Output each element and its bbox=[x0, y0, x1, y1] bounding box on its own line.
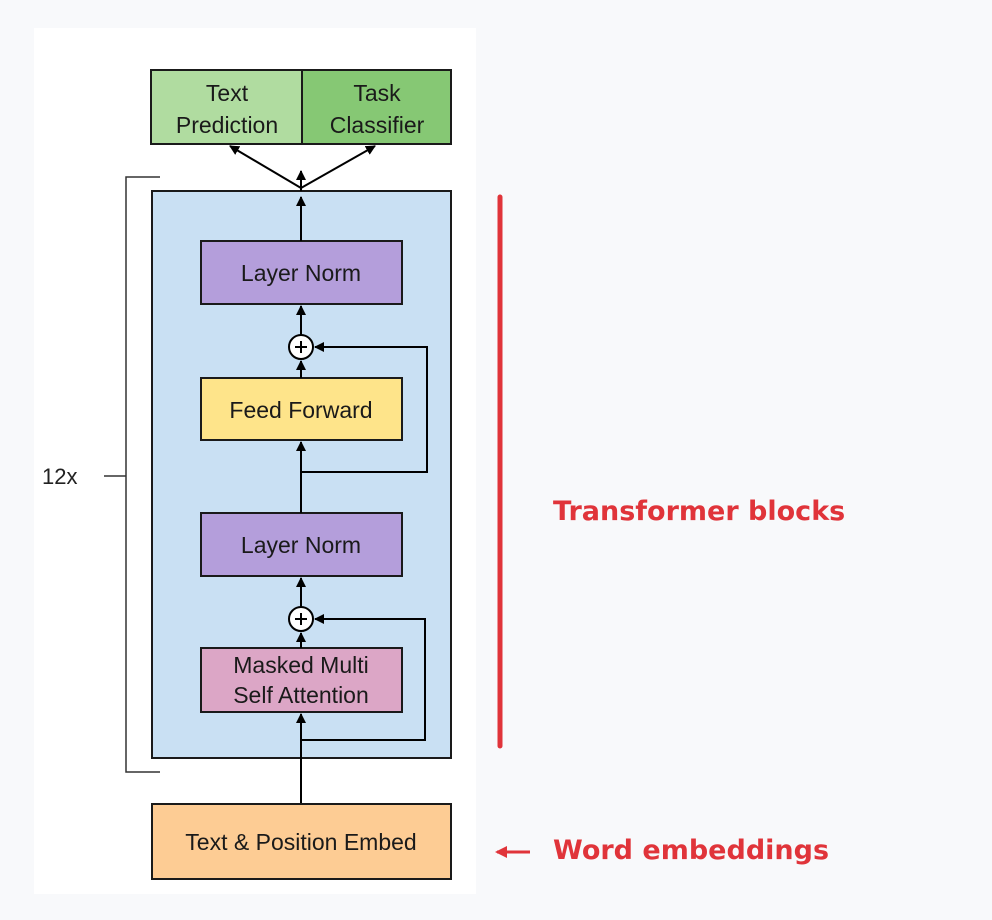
arrow-to-task-classifier bbox=[300, 145, 376, 189]
add-icon bbox=[288, 334, 314, 360]
arrow-to-text-prediction bbox=[229, 145, 302, 189]
embed-label: Text & Position Embed bbox=[185, 829, 416, 855]
text-prediction-label-line2: Prediction bbox=[176, 112, 278, 138]
layer-norm-top-label: Layer Norm bbox=[241, 260, 361, 286]
text-position-embed-box: Text & Position Embed bbox=[151, 803, 452, 880]
task-classifier-box: Task Classifier bbox=[301, 69, 452, 145]
attention-label-line2: Self Attention bbox=[233, 682, 369, 708]
transformer-blocks-annotation: Transformer blocks bbox=[553, 496, 845, 527]
task-classifier-label-line2: Classifier bbox=[330, 112, 425, 138]
layer-norm-top-box: Layer Norm bbox=[200, 240, 403, 305]
residual-connection-top bbox=[301, 342, 428, 473]
masked-self-attention-box: Masked Multi Self Attention bbox=[200, 647, 403, 713]
task-classifier-label-line1: Task bbox=[353, 80, 401, 106]
residual-connection-bottom bbox=[301, 614, 426, 741]
repeat-label: 12x bbox=[42, 464, 77, 489]
feed-forward-box: Feed Forward bbox=[200, 377, 403, 441]
repeat-bracket bbox=[125, 176, 160, 773]
layer-norm-bottom-label: Layer Norm bbox=[241, 532, 361, 558]
feed-forward-label: Feed Forward bbox=[229, 397, 372, 423]
text-prediction-label-line1: Text bbox=[206, 80, 249, 106]
attention-label-line1: Masked Multi bbox=[233, 652, 368, 678]
word-embeddings-annotation: Word embeddings bbox=[553, 835, 829, 866]
add-icon bbox=[288, 606, 314, 632]
layer-norm-bottom-box: Layer Norm bbox=[200, 512, 403, 577]
text-prediction-box: Text Prediction bbox=[150, 69, 303, 145]
